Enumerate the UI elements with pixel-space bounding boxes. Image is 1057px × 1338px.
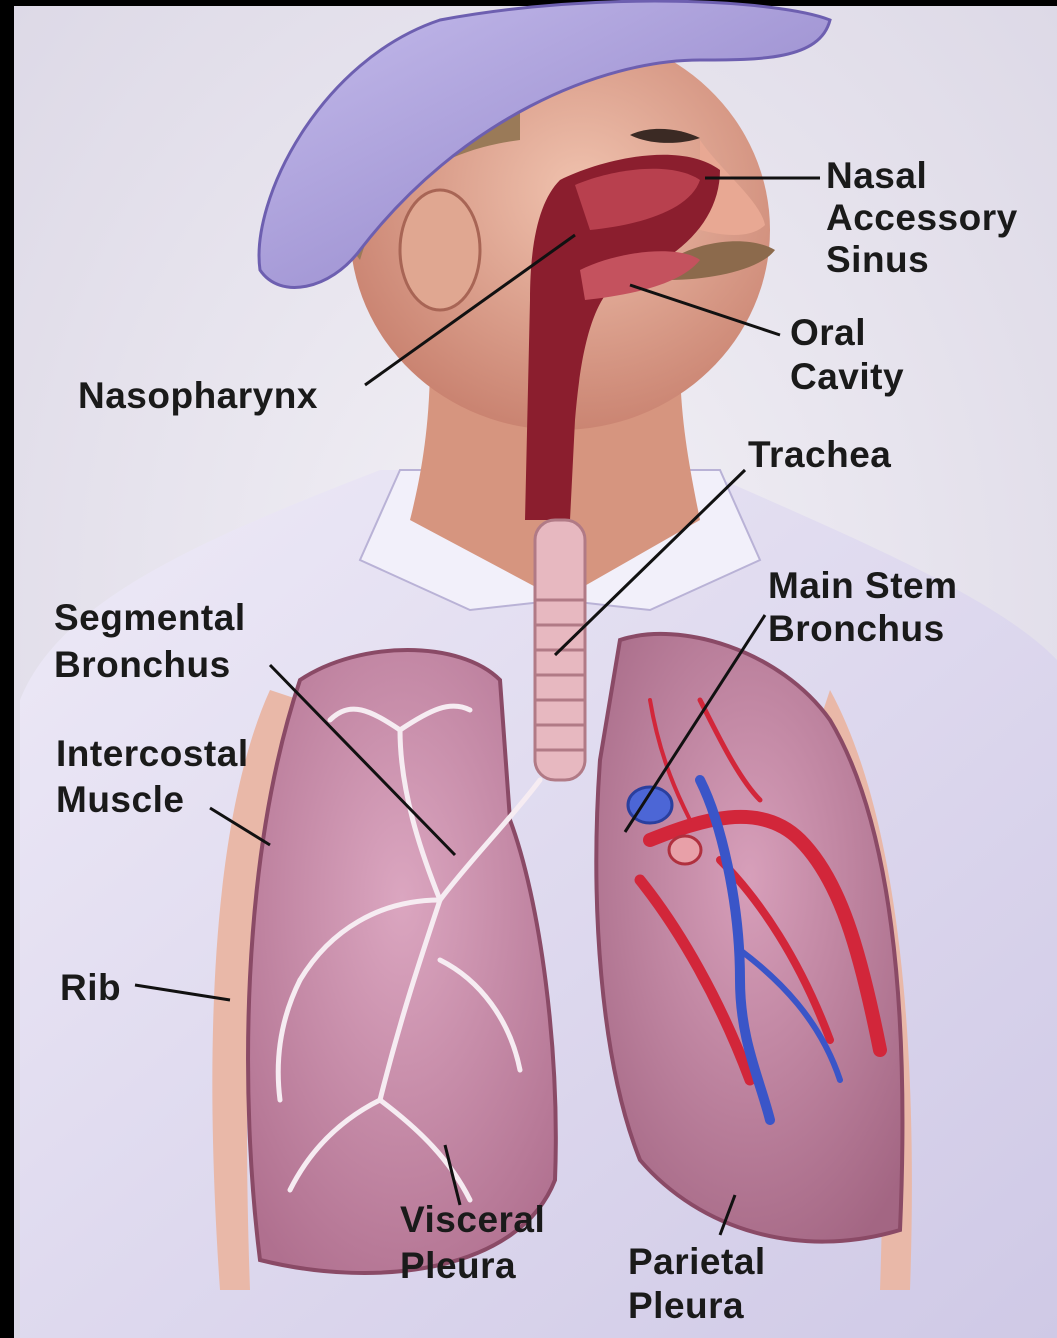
label-trachea: Trachea: [748, 434, 891, 475]
label-intercostal-2: Muscle: [56, 779, 184, 820]
ear: [400, 190, 480, 310]
label-oral-2: Cavity: [790, 356, 904, 397]
label-segmental-2: Bronchus: [54, 644, 231, 685]
label-intercostal-1: Intercostal: [56, 733, 249, 774]
label-rib: Rib: [60, 967, 121, 1008]
label-oral-1: Oral: [790, 312, 866, 353]
label-main-stem-2: Bronchus: [768, 608, 945, 649]
label-nasopharynx: Nasopharynx: [78, 375, 318, 416]
label-visceral-1: Visceral: [400, 1199, 545, 1240]
label-nasal-3: Sinus: [826, 239, 929, 280]
label-segmental-1: Segmental: [54, 597, 246, 638]
label-parietal-1: Parietal: [628, 1241, 766, 1282]
label-main-stem-1: Main Stem: [768, 565, 958, 606]
label-nasal-2: Accessory: [826, 197, 1018, 238]
artery-cut: [669, 836, 701, 864]
label-visceral-2: Pleura: [400, 1245, 516, 1286]
label-parietal-2: Pleura: [628, 1285, 744, 1326]
label-nasal-1: Nasal: [826, 155, 927, 196]
